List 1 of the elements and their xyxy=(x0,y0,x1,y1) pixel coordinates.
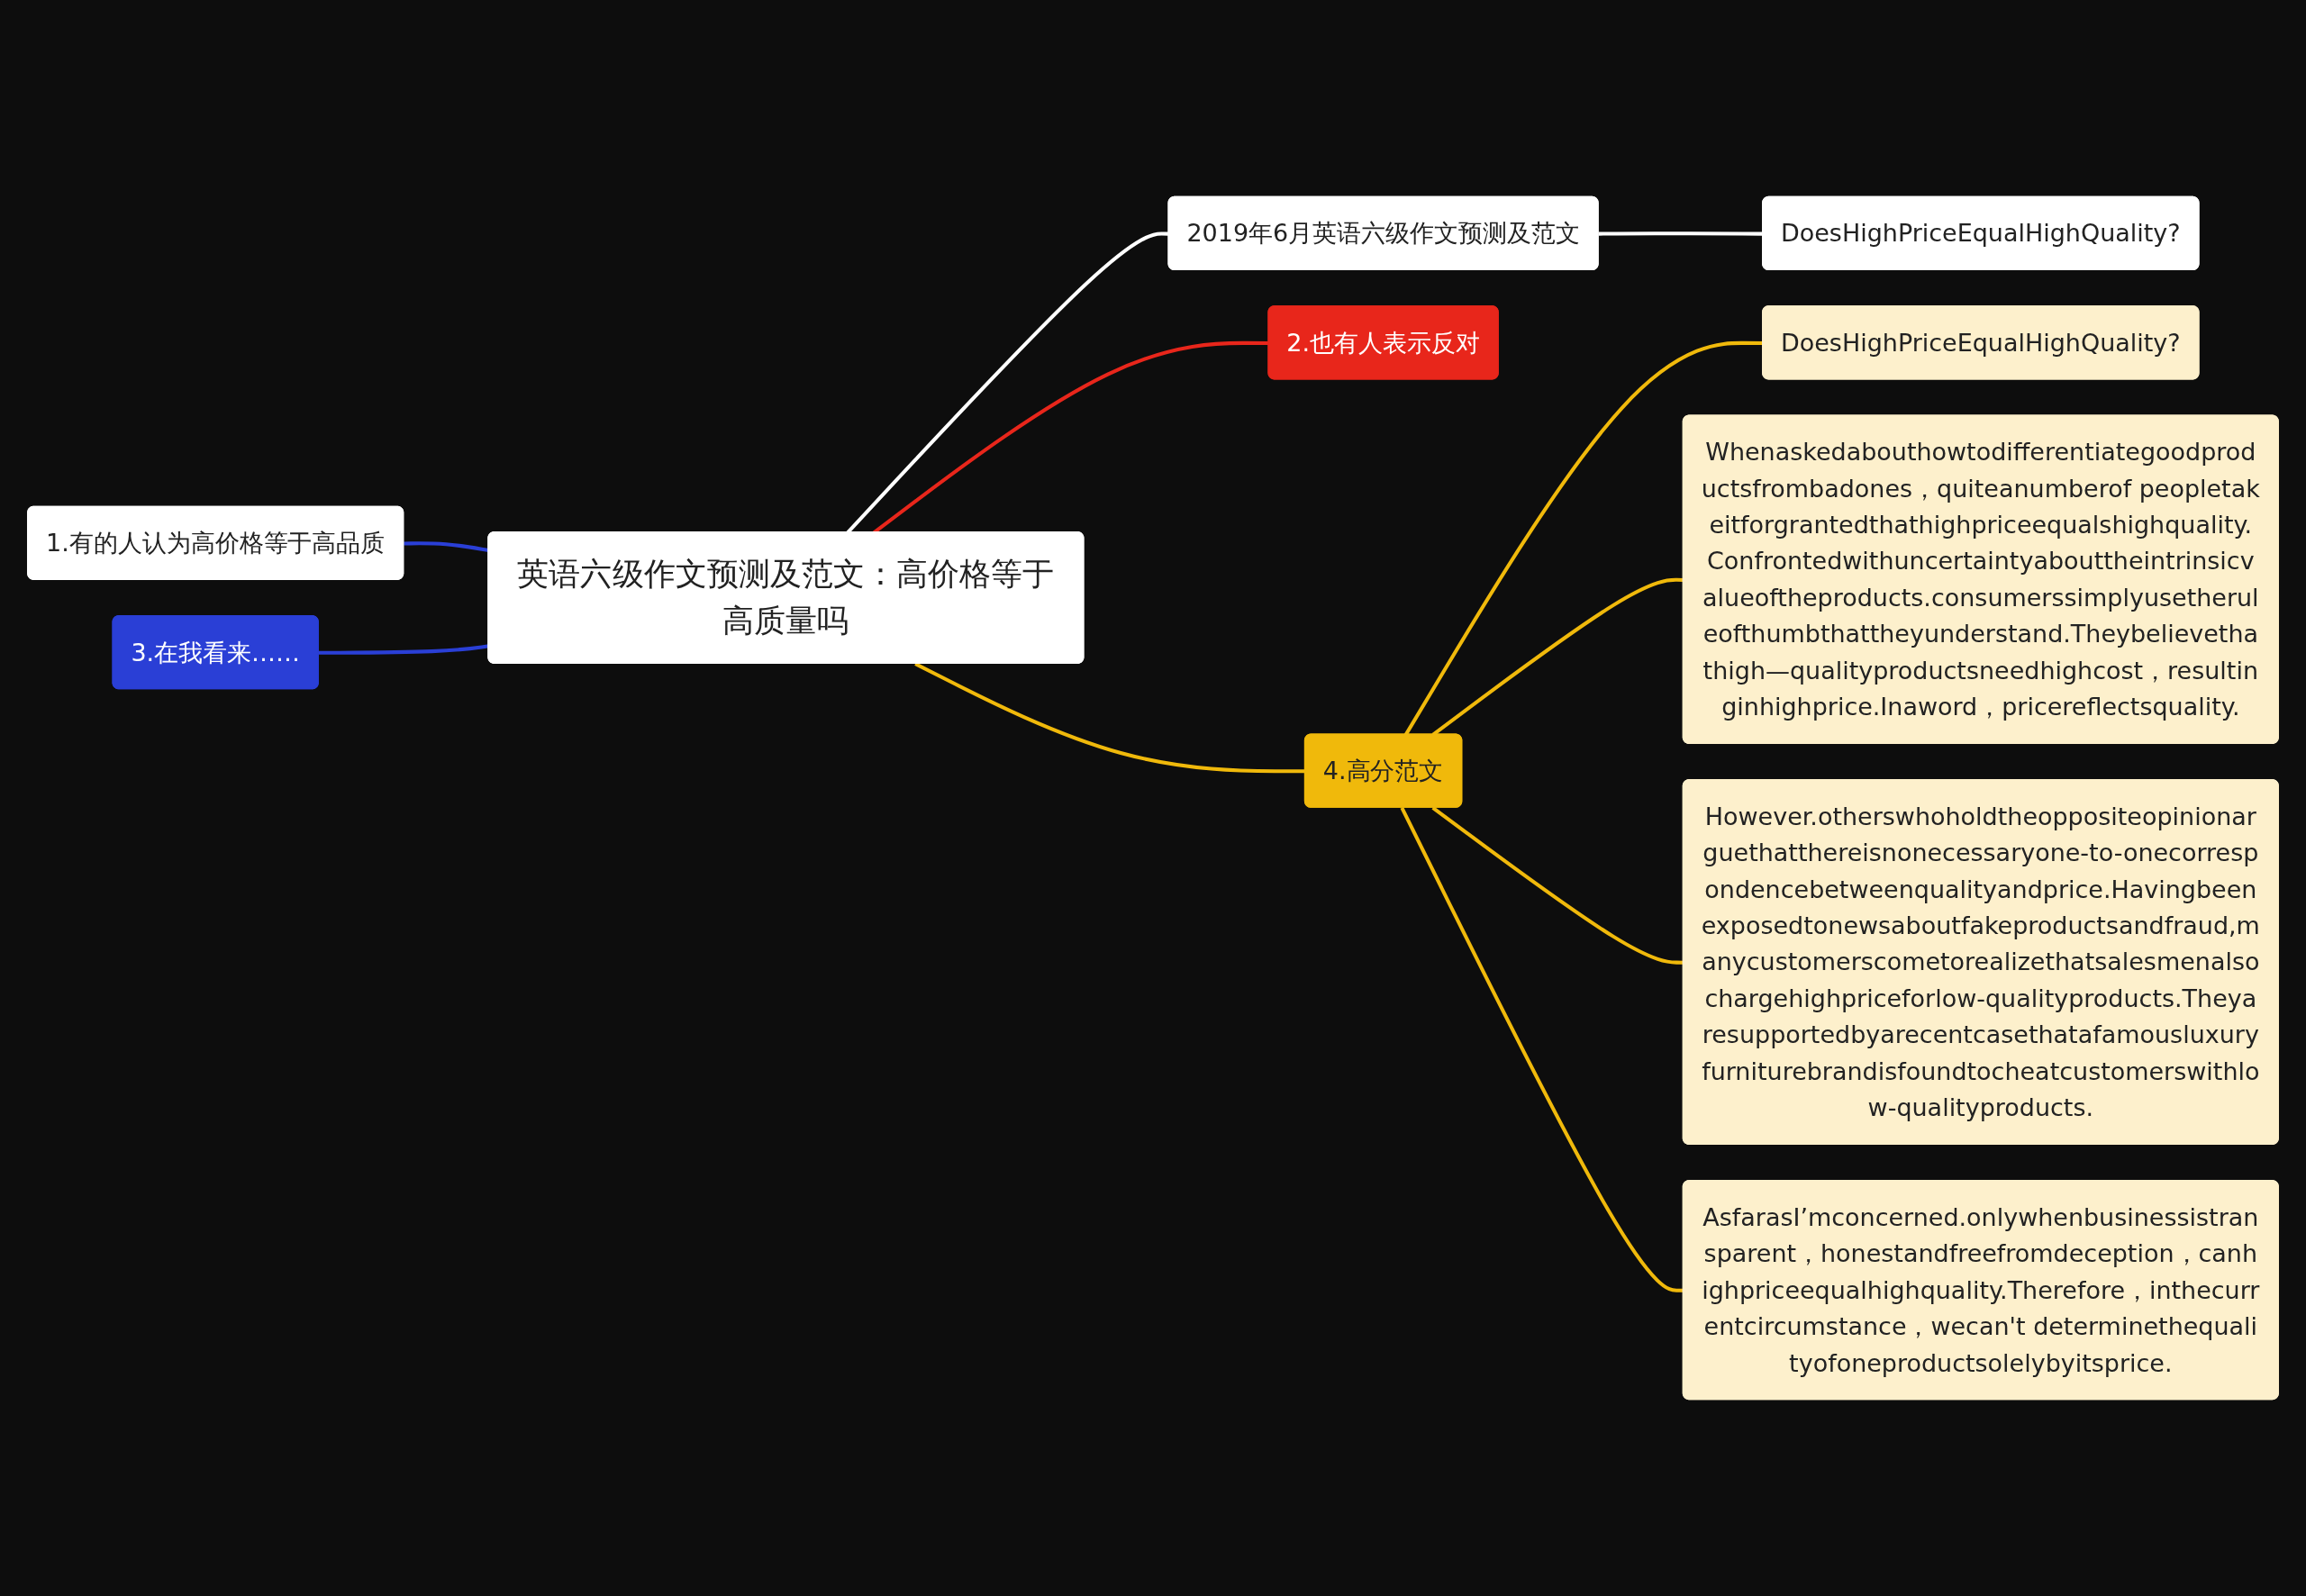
connector xyxy=(318,644,489,655)
